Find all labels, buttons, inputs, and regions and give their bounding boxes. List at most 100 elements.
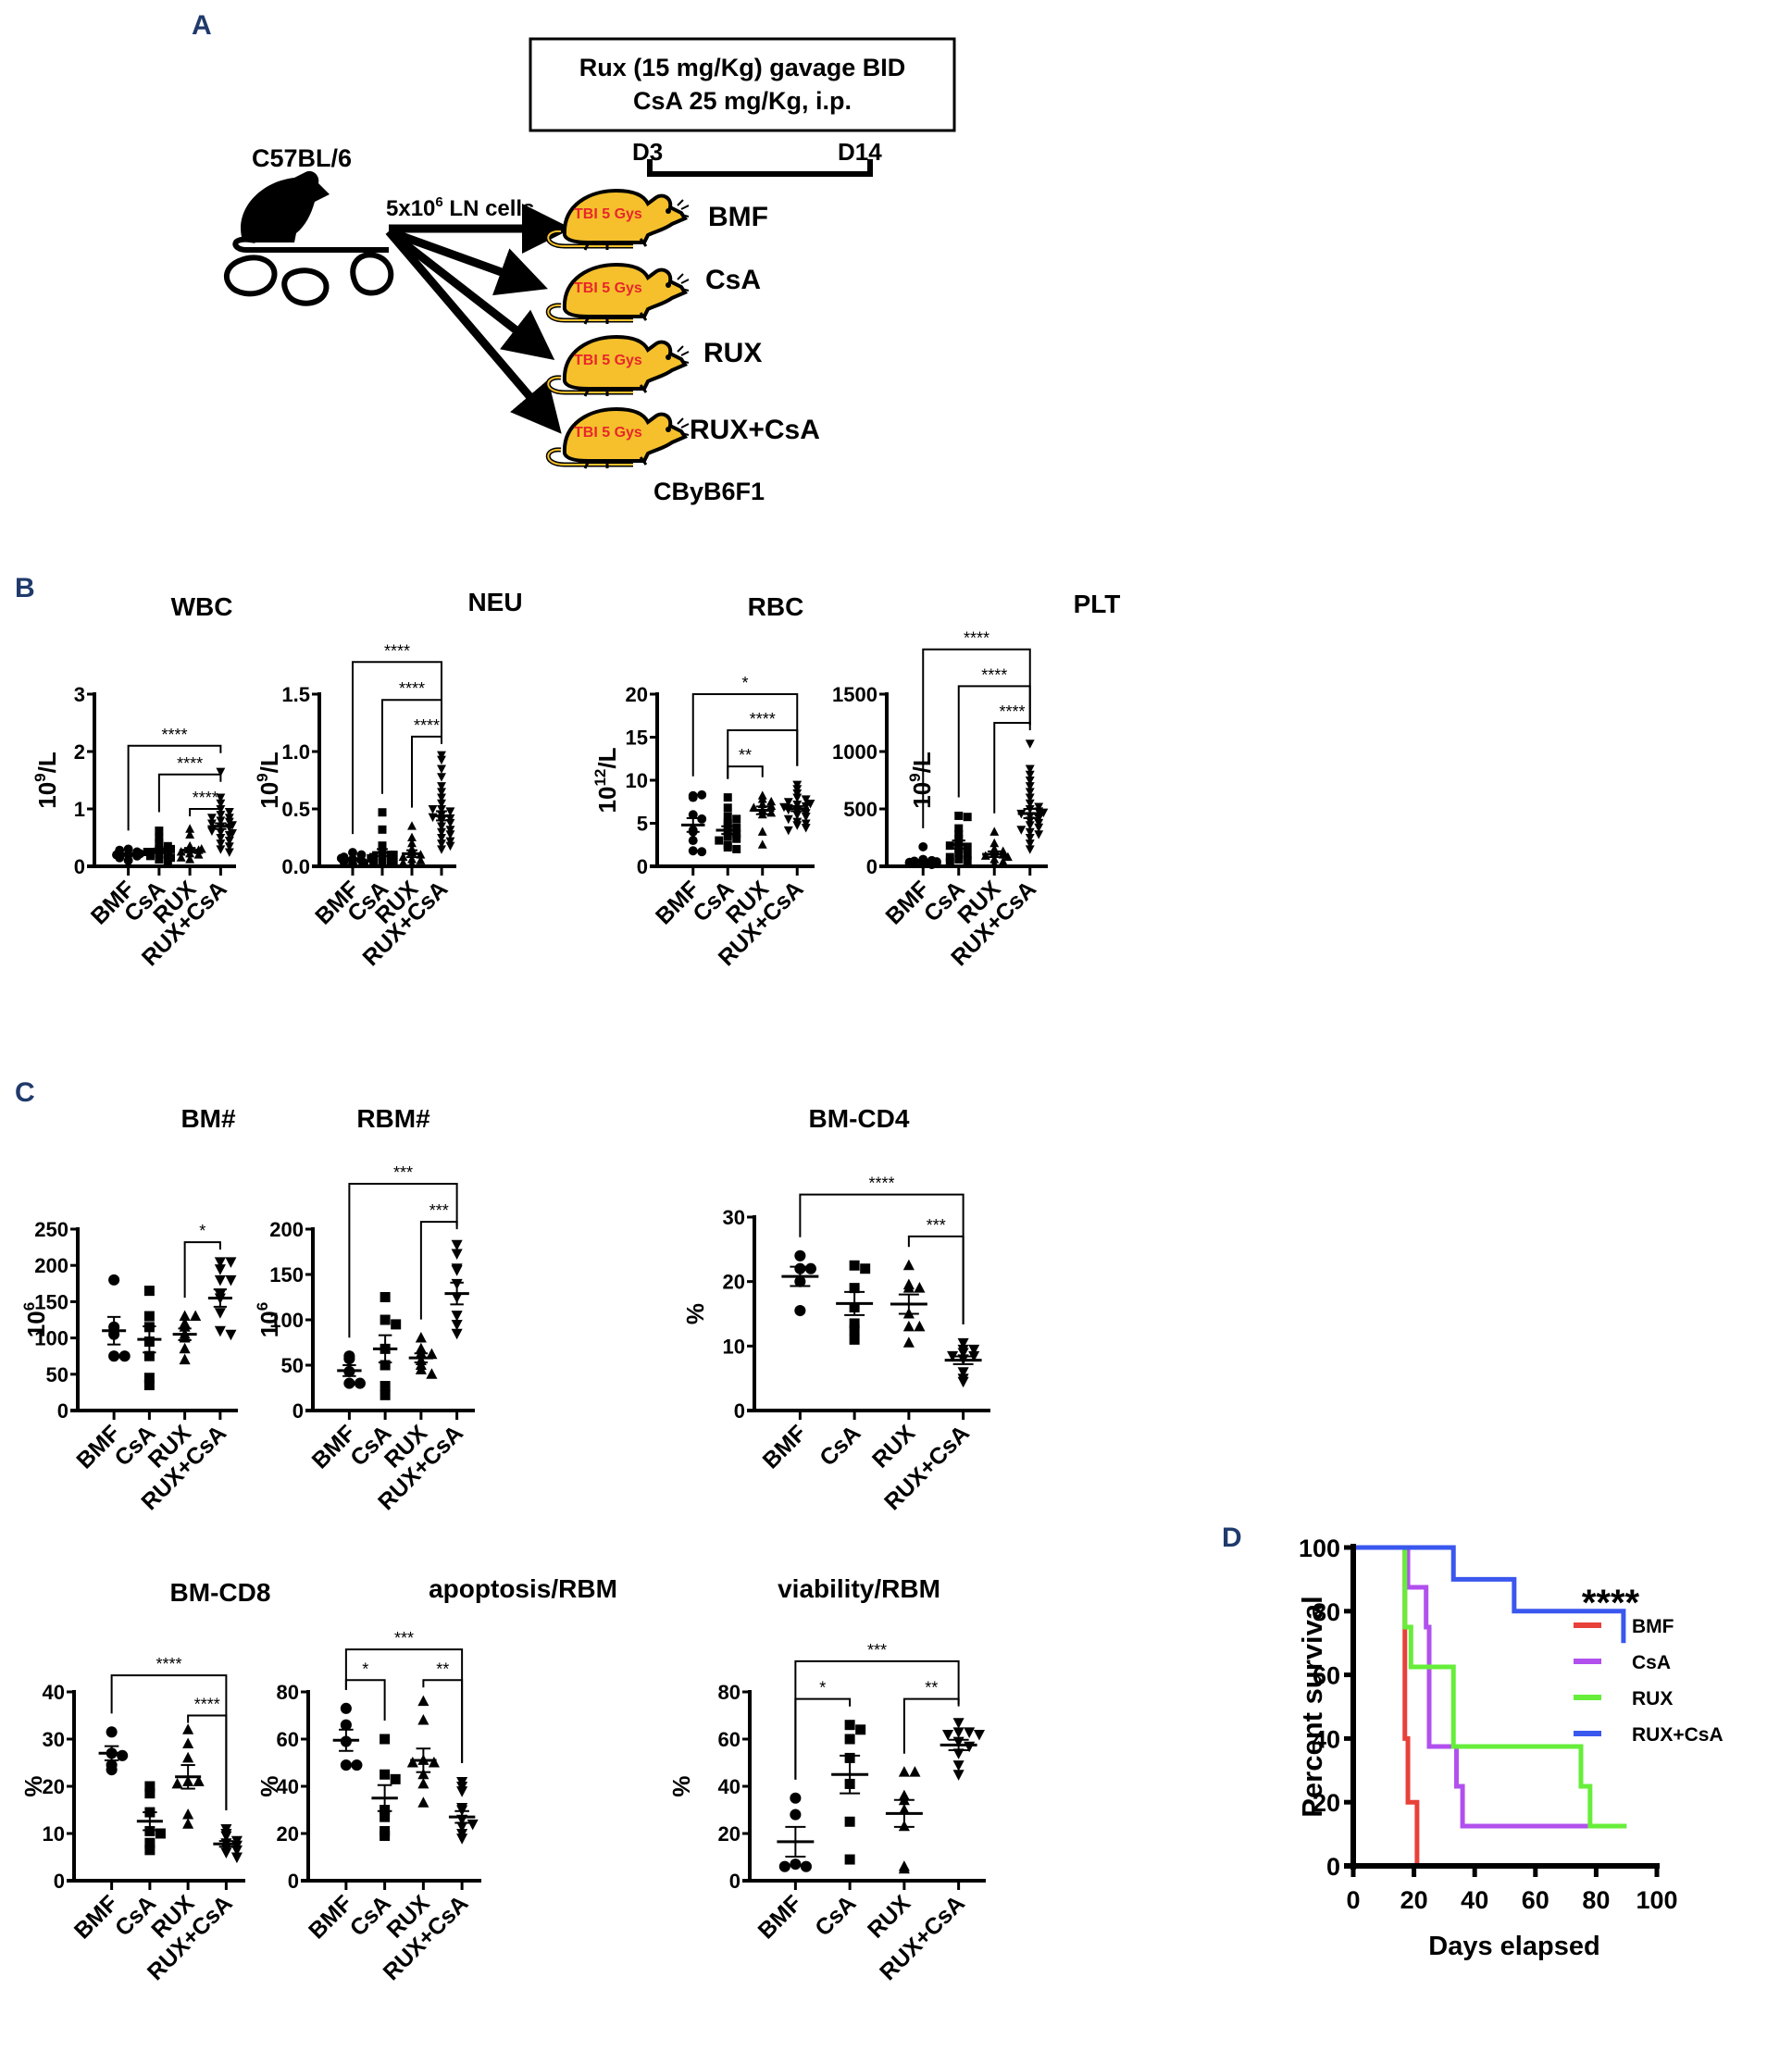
y-axis-label-base: 10: [255, 782, 283, 809]
series-rux-csa: [213, 1823, 243, 1864]
significance-bracket: *: [344, 1659, 386, 1721]
data-point: [914, 1282, 926, 1293]
y-tick-label: 10: [723, 1335, 745, 1358]
series-bmf: [112, 844, 145, 865]
data-point: [952, 1760, 964, 1771]
data-point: [437, 788, 446, 797]
significance-bracket: ****: [127, 726, 222, 831]
series-rux: [885, 1766, 923, 1874]
bracket-line: [381, 699, 442, 794]
data-point: [849, 1318, 860, 1329]
data-point: [143, 1350, 155, 1361]
significance-label: *: [741, 674, 748, 692]
legend-label: RUX+CsA: [1632, 1724, 1724, 1746]
data-point: [456, 1821, 468, 1833]
y-tick-label: 0: [57, 1399, 68, 1423]
panel-letter-a: A: [192, 10, 212, 41]
data-point: [216, 845, 226, 854]
data-point: [1039, 808, 1049, 818]
data-point: [185, 824, 195, 833]
data-point: [437, 804, 446, 814]
significance-bracket: ****: [957, 665, 1031, 798]
significance-label: ****: [750, 710, 776, 728]
y-tick-label: 80: [1313, 1598, 1340, 1626]
significance-bracket: ****: [799, 1175, 964, 1324]
y-tick-label: 1500: [832, 683, 877, 706]
chart-title: viability/RBM: [778, 1574, 940, 1603]
data-point: [957, 1376, 969, 1388]
data-point: [108, 1350, 120, 1362]
data-point: [437, 845, 446, 854]
data-point: [952, 1727, 964, 1738]
x-tick-label: CsA: [345, 1890, 396, 1941]
group-label-csa: CsA: [705, 265, 761, 295]
series-rux: [890, 1259, 927, 1348]
series-rux: [408, 1332, 438, 1379]
legend-item-csa: CsA: [1574, 1652, 1671, 1673]
y-axis-label-exponent: 6: [20, 1302, 38, 1311]
data-point: [1025, 764, 1035, 774]
data-point: [844, 1734, 855, 1745]
data-point: [688, 836, 698, 846]
data-point: [947, 1350, 959, 1362]
data-point: [214, 1308, 226, 1319]
significance-bracket: ****: [187, 1696, 228, 1810]
significance-bracket: ***: [419, 1201, 458, 1320]
treatment-line-2: CsA 25 mg/Kg, i.p.: [633, 87, 852, 115]
y-tick-label: 60: [277, 1728, 299, 1751]
significance-bracket: ***: [344, 1629, 464, 1763]
data-point: [216, 827, 226, 838]
bracket-line: [348, 1183, 458, 1338]
data-point: [902, 1282, 915, 1293]
significance-bracket: ****: [411, 716, 442, 808]
series-rux: [406, 1695, 440, 1808]
bracket-line: [957, 685, 1031, 798]
y-tick-label: 80: [277, 1681, 299, 1704]
data-point: [723, 820, 732, 829]
arrow-to-rux-csa: [385, 229, 562, 434]
series-csa: [831, 1720, 869, 1865]
data-point: [1025, 845, 1035, 854]
x-tick-label: CsA: [810, 1890, 861, 1941]
data-point: [143, 1311, 155, 1322]
significance-bracket: ***: [907, 1216, 964, 1324]
data-point: [1016, 826, 1027, 835]
data-point: [723, 803, 732, 813]
significance-bracket: ****: [922, 629, 1031, 828]
x-tick-label: CsA: [110, 1890, 161, 1941]
data-point: [451, 1311, 463, 1322]
data-point: [451, 1319, 463, 1331]
data-point: [224, 837, 234, 846]
y-tick-label: 100: [1299, 1535, 1340, 1562]
data-point: [801, 813, 811, 822]
significance-bracket: ****: [381, 679, 442, 794]
data-point: [340, 1702, 352, 1714]
survival-line-csa: [1353, 1545, 1627, 1829]
series-rux-csa: [207, 1257, 237, 1341]
data-point: [849, 1283, 860, 1294]
y-axis-label-base: 10: [22, 1311, 50, 1337]
y-tick-label: 40: [1313, 1725, 1340, 1753]
significance-label: ****: [177, 754, 203, 773]
data-point: [954, 829, 964, 839]
data-point: [451, 1328, 463, 1340]
data-point: [445, 818, 455, 828]
data-point: [407, 832, 417, 842]
y-tick-label: 0: [866, 855, 877, 878]
y-axis-label: Percent survival: [1296, 1596, 1328, 1818]
y-axis-label-exponent: 9: [906, 773, 924, 781]
y-axis-label-base: %: [681, 1303, 709, 1324]
bracket-line: [157, 773, 222, 813]
legend-label: BMF: [1632, 1616, 1674, 1637]
y-tick-label: 50: [46, 1363, 68, 1386]
data-point: [437, 827, 446, 838]
data-point: [380, 1381, 391, 1392]
y-axis-label: %: [667, 1775, 695, 1796]
significance-label: ****: [999, 702, 1025, 721]
data-point: [179, 1353, 191, 1365]
data-point: [415, 1332, 427, 1343]
bracket-line: [187, 1714, 228, 1810]
data-point: [391, 1319, 402, 1330]
data-point: [428, 804, 438, 814]
